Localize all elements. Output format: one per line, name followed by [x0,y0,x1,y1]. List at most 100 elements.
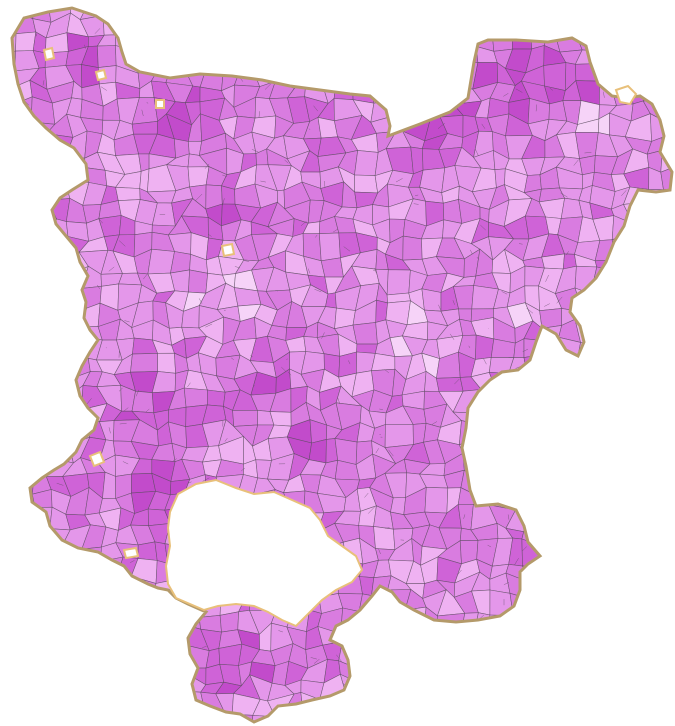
area-polygon [12,555,24,580]
boundary-line [461,699,466,707]
area-polygon [48,544,65,568]
area-polygon [114,8,142,24]
area-polygon [557,354,583,377]
area-polygon [555,488,582,515]
boundary-line [364,492,369,498]
area-polygon [404,88,428,102]
area-polygon [250,45,278,73]
area-polygon [454,29,477,47]
area-polygon [630,222,648,234]
boundary-line [313,659,320,664]
area-polygon [662,8,672,21]
excluded-area-south [164,478,364,628]
area-polygon [302,714,326,722]
boundary-line [560,192,568,198]
area-polygon [28,361,48,378]
area-polygon [12,404,18,430]
area-polygon [472,490,497,506]
area-polygon [116,691,134,719]
boundary-line [348,360,351,365]
region-outline [10,6,674,724]
area-polygon [595,35,617,57]
area-polygon [508,391,532,413]
area-polygon [137,8,152,16]
boundary-line [384,527,390,529]
area-polygon [523,595,551,619]
area-polygon [393,62,413,91]
boundary-line [264,82,272,90]
area-polygon [625,505,650,530]
area-polygon [50,412,71,425]
area-polygon [656,692,672,710]
area-polygon [578,692,602,718]
area-polygon [98,676,126,693]
area-polygon [301,44,329,74]
boundary-line [57,171,63,173]
area-polygon [53,419,70,446]
boundary-line [12,414,15,416]
boundary-line [250,355,253,358]
boundary-line [307,268,311,274]
area-polygon [573,8,601,22]
area-polygon [537,471,564,498]
area-polygon [573,420,595,449]
area-polygon [640,71,670,84]
area-polygon [146,8,174,16]
area-polygon [440,660,464,678]
area-polygon [30,300,56,328]
area-polygon [239,45,252,71]
area-polygon [560,607,577,634]
boundary-line [437,122,446,129]
area-polygon [12,187,38,204]
area-polygon [493,453,516,481]
area-polygon [608,699,635,720]
area-polygon [183,28,207,57]
area-polygon [419,81,447,102]
boundary-line [278,630,283,633]
area-polygon [624,492,650,515]
area-polygon [525,581,551,599]
area-polygon [573,662,599,684]
area-polygon [505,609,525,634]
area-polygon [137,541,158,561]
area-polygon [613,624,630,653]
area-polygon [36,592,52,615]
area-polygon [12,316,20,347]
area-polygon [102,8,121,24]
area-polygon [606,283,632,308]
area-polygon [28,232,52,252]
area-polygon [386,269,411,296]
area-polygon [452,660,478,680]
area-polygon [659,541,672,568]
area-polygon [644,302,665,326]
area-polygon [594,539,610,562]
area-polygon [17,238,32,258]
boundary-line [122,461,129,465]
area-polygon [16,320,38,338]
area-polygon [660,644,672,667]
area-polygon [78,581,108,595]
boundary-line [202,477,210,482]
area-polygon [352,322,378,345]
area-polygon [15,437,40,463]
area-polygon [633,701,650,720]
area-polygon [558,419,577,449]
area-polygon [131,390,155,414]
boundary-line [118,387,123,392]
boundary-line [452,300,455,305]
area-polygon [642,80,669,102]
area-polygon [608,507,633,528]
area-polygon [12,300,24,322]
area-polygon [656,338,672,358]
boundary-line [416,45,423,53]
area-polygon [590,526,610,541]
area-polygon [373,526,396,551]
area-polygon [609,33,630,57]
area-polygon [13,675,41,703]
area-polygon [609,561,630,580]
boundary-line [19,282,23,289]
area-polygon [215,28,242,53]
excluded-area-small [614,84,638,106]
area-polygon [625,368,648,395]
area-polygon [658,28,672,57]
